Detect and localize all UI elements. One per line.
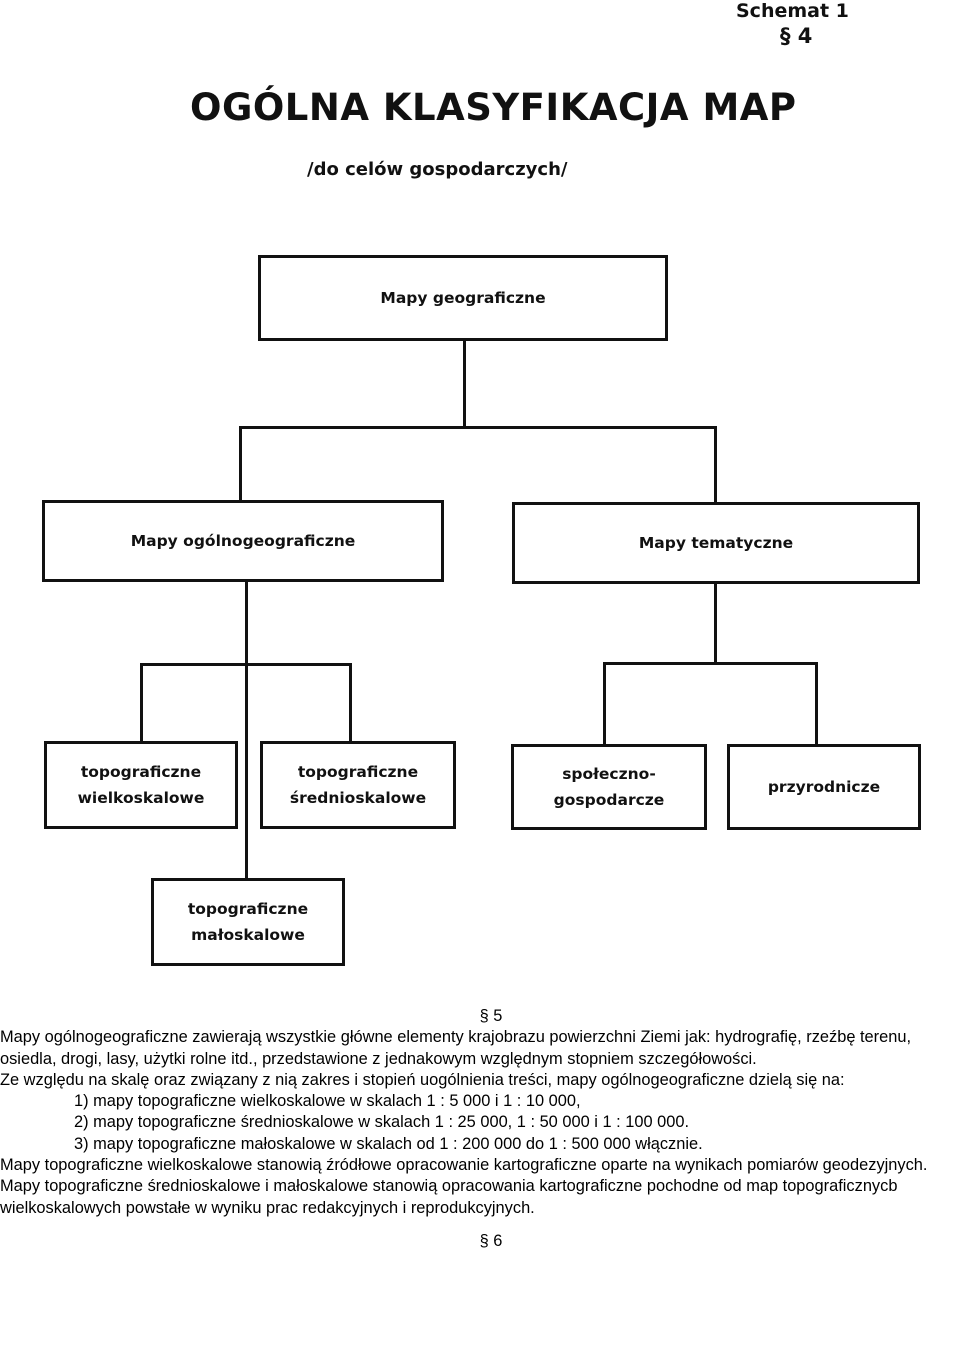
paragraph-division: Ze względu na skalę oraz związany z nią … — [0, 1070, 845, 1089]
connector-to-topo-medium — [349, 663, 352, 743]
classification-scheme: Schemat 1 § 4 OGÓLNA KLASYFIKACJA MAP /d… — [42, 0, 921, 966]
connector-general-horizontal — [140, 663, 352, 666]
scheme-subtitle: /do celów gospodarczych/ — [307, 159, 568, 180]
box-topo-small-line1: topograficzne — [187, 900, 309, 918]
connector-root-down — [463, 340, 466, 428]
section-6-heading: § 6 — [479, 1231, 503, 1250]
list-item-small-scale: 3) mapy topograficzne małoskalowe w skal… — [74, 1134, 703, 1153]
box-thematic-maps-label: Mapy tematyczne — [638, 534, 794, 552]
box-general-maps-label: Mapy ogólnogeograficzne — [130, 532, 356, 550]
box-topo-large-scale: topograficzne wielkoskalowe — [44, 741, 238, 829]
box-topo-medium-line2: średnioskalowe — [289, 789, 427, 807]
box-topo-large-line2: wielkoskalowe — [77, 789, 205, 807]
paragraph-source-maps: Mapy topograficzne wielkoskalowe stanowi… — [0, 1156, 928, 1175]
box-thematic-maps: Mapy tematyczne — [512, 502, 920, 584]
connector-to-socio — [603, 662, 606, 746]
connector-to-topo-large — [140, 663, 143, 743]
box-socio-line2: gospodarcze — [553, 791, 665, 809]
connector-thematic-horizontal — [603, 662, 818, 665]
connector-general-trunk — [245, 580, 248, 880]
box-topo-medium-scale: topograficzne średnioskalowe — [260, 741, 456, 829]
box-natural-label: przyrodnicze — [767, 778, 881, 796]
connector-to-general — [239, 426, 242, 502]
list-item-large-scale: 1) mapy topograficzne wielkoskalowe w sk… — [74, 1092, 581, 1111]
connector-thematic-trunk — [714, 582, 717, 664]
box-geographic-maps: Mapy geograficzne — [258, 255, 668, 341]
body-text: § 5 Mapy ogólnogeograficzne zawierają ws… — [0, 1006, 960, 1252]
paragraph-derived-maps: Mapy topograficzne średnioskalowe i mało… — [0, 1177, 898, 1217]
connector-level1-horizontal — [239, 426, 717, 429]
scheme-label: Schemat 1 — [736, 0, 849, 22]
connector-to-thematic — [714, 426, 717, 502]
box-topo-large-line1: topograficzne — [80, 763, 202, 781]
box-general-maps: Mapy ogólnogeograficzne — [42, 500, 444, 582]
scheme-title: OGÓLNA KLASYFIKACJA MAP — [190, 86, 797, 129]
connector-to-natural — [815, 662, 818, 746]
scheme-number: § 4 — [780, 24, 813, 48]
box-topo-medium-line1: topograficzne — [297, 763, 419, 781]
box-geographic-maps-label: Mapy geograficzne — [380, 289, 546, 307]
box-socio-line1: społeczno- — [562, 765, 656, 783]
box-topo-small-line2: małoskalowe — [191, 926, 305, 944]
box-socio-economic: społeczno-gospodarcze — [511, 744, 707, 830]
list-item-medium-scale: 2) mapy topograficzne średnioskalowe w s… — [74, 1113, 690, 1132]
section-5-heading: § 5 — [479, 1007, 503, 1025]
box-topo-small-scale: topograficzne małoskalowe — [151, 878, 345, 966]
box-natural: przyrodnicze — [727, 744, 921, 830]
paragraph-general-maps: Mapy ogólnogeograficzne zawierają wszyst… — [0, 1028, 912, 1068]
